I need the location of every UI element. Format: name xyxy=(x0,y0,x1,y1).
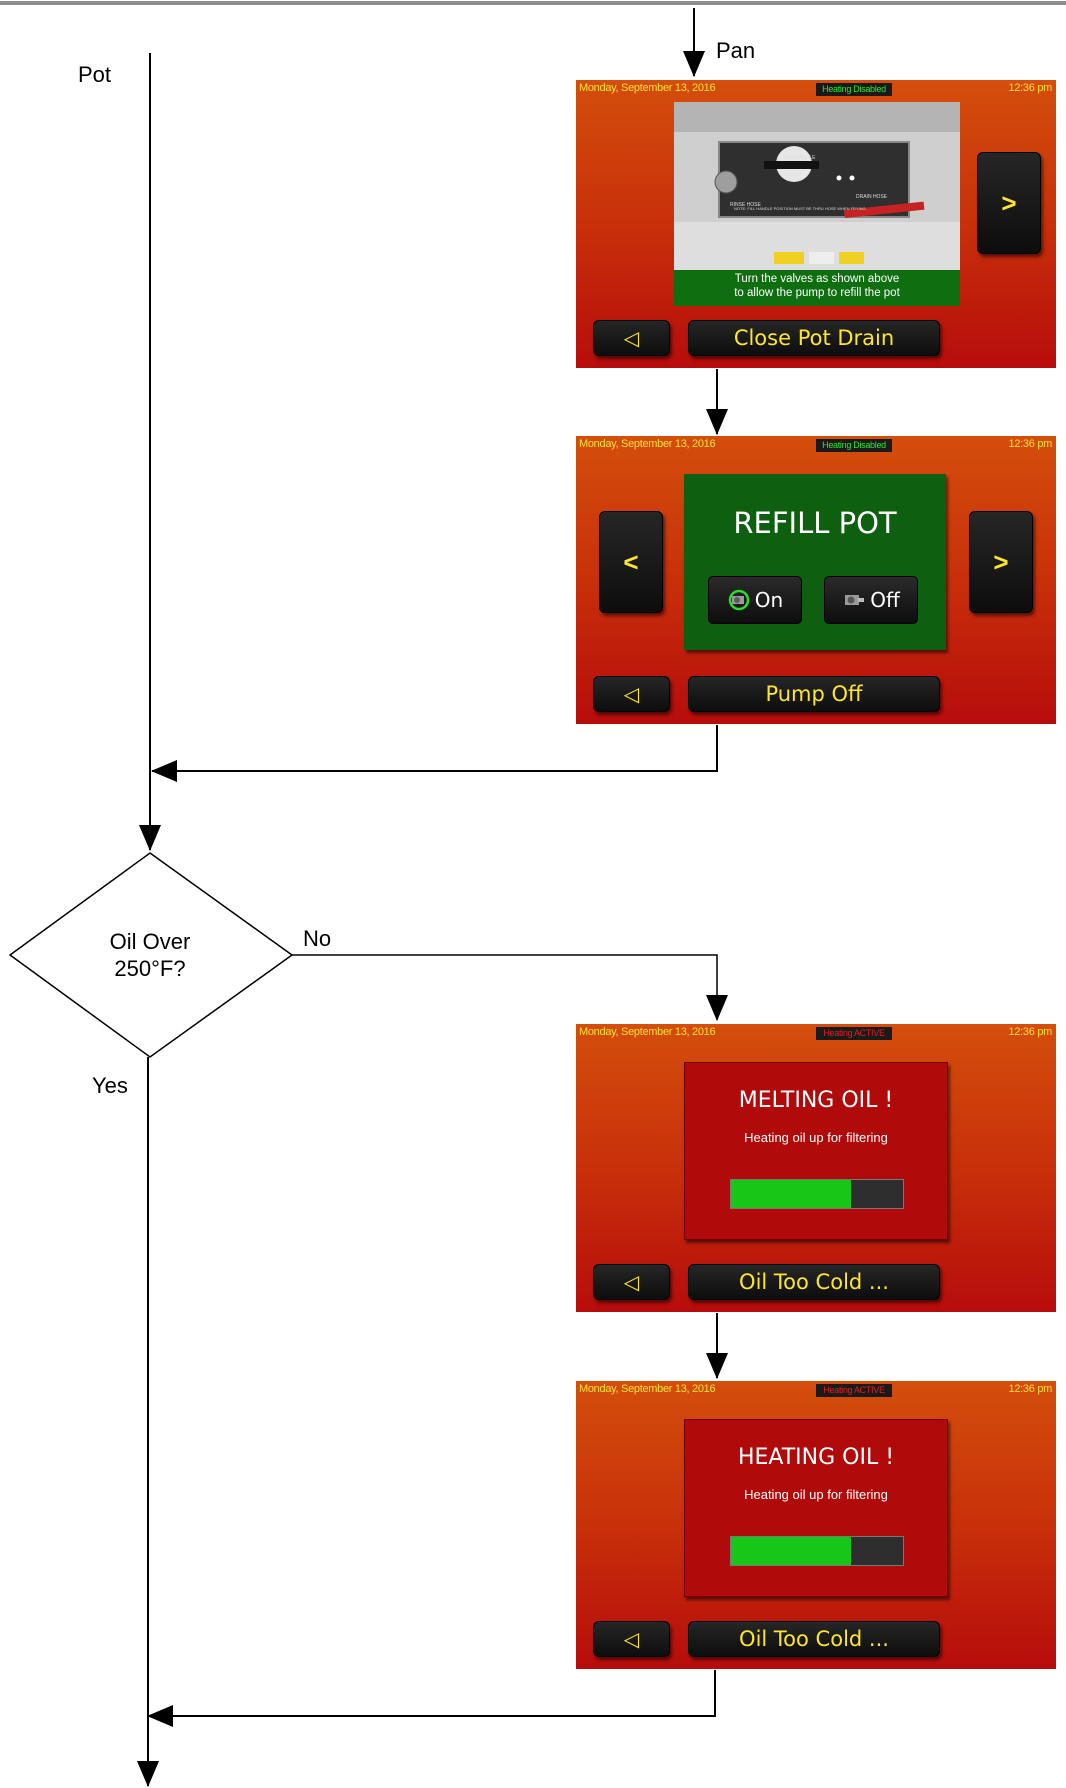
screen-melting-oil: Monday, September 13, 2016 Heating ACTIV… xyxy=(576,1024,1056,1312)
prev-button[interactable]: < xyxy=(599,511,663,613)
pot-label: Pot xyxy=(78,62,112,87)
decision-text: Oil Over 250°F? xyxy=(70,928,230,982)
panel-subtitle: Heating oil up for filtering xyxy=(744,1487,888,1502)
panel-title: HEATING OIL ! xyxy=(737,1445,895,1470)
back-button[interactable]: ◁ xyxy=(593,676,670,712)
close-pot-drain-button[interactable]: Close Pot Drain xyxy=(688,320,940,356)
pump-on-label: On xyxy=(754,588,784,612)
back-button[interactable]: ◁ xyxy=(593,1264,670,1300)
yes-label: Yes xyxy=(92,1073,128,1098)
status-date: Monday, September 13, 2016 xyxy=(579,1026,716,1038)
return-arrow-1 xyxy=(151,725,718,782)
screen-refill-pot: Monday, September 13, 2016 Heating Disab… xyxy=(576,436,1056,724)
back-button[interactable]: ◁ xyxy=(593,1621,670,1657)
caption-line1: Turn the valves as shown above xyxy=(734,273,900,285)
status-date: Monday, September 13, 2016 xyxy=(579,438,716,450)
heating-status-badge: Heating Disabled xyxy=(816,83,892,96)
oil-too-cold-button[interactable]: Oil Too Cold ... xyxy=(688,1621,940,1657)
fill-note-text: NOTE: FILL HANDLE POSITION MUST BE THRU … xyxy=(734,206,867,211)
pump-on-button[interactable]: On xyxy=(708,576,802,624)
valve-caption: Turn the valves as shown above to allow … xyxy=(674,270,960,306)
valve-photo-panel: FILL HANDLE DRAIN HOSE RINSE HOSE NOTE: … xyxy=(674,102,960,306)
status-date: Monday, September 13, 2016 xyxy=(579,82,716,94)
heating-status-badge: Heating ACTIVE xyxy=(816,1027,892,1040)
no-branch-arrow xyxy=(292,954,728,1021)
pump-on-icon xyxy=(728,589,750,611)
heating-progress-bar xyxy=(730,1179,904,1209)
decision-line1: Oil Over xyxy=(109,929,191,954)
status-time: 12:36 pm xyxy=(1008,1383,1053,1395)
progress-fill xyxy=(731,1537,852,1565)
pan-label: Pan xyxy=(716,38,756,63)
panel-subtitle: Heating oil up for filtering xyxy=(744,1130,888,1145)
screen-close-pot-drain: Monday, September 13, 2016 Heating Disab… xyxy=(576,80,1056,368)
valve-handle-photo: FILL HANDLE DRAIN HOSE RINSE HOSE NOTE: … xyxy=(674,102,960,270)
progress-fill xyxy=(731,1180,852,1208)
panel-title: REFILL POT xyxy=(733,506,897,540)
heating-status-badge: Heating ACTIVE xyxy=(816,1384,892,1397)
next-button[interactable]: > xyxy=(969,511,1033,613)
decision-diamond xyxy=(8,852,294,1058)
status-time: 12:36 pm xyxy=(1008,1026,1053,1038)
fill-handle-text: FILL HANDLE xyxy=(784,155,816,161)
heating-oil-panel: HEATING OIL ! Heating oil up for filteri… xyxy=(684,1419,948,1597)
drain-hose-text: DRAIN HOSE xyxy=(856,194,888,200)
caption-line2: to allow the pump to refill the pot xyxy=(734,287,900,299)
screen-heating-oil: Monday, September 13, 2016 Heating ACTIV… xyxy=(576,1381,1056,1669)
pump-off-status-button[interactable]: Pump Off xyxy=(688,676,940,712)
status-date: Monday, September 13, 2016 xyxy=(579,1383,716,1395)
no-label: No xyxy=(303,926,332,951)
rinse-hose-text: RINSE HOSE xyxy=(730,202,762,208)
heating-status-badge: Heating Disabled xyxy=(816,439,892,452)
refill-pot-panel: REFILL POT On Off xyxy=(684,474,946,650)
next-button[interactable]: > xyxy=(977,152,1041,254)
return-arrow-2 xyxy=(147,1670,716,1727)
status-time: 12:36 pm xyxy=(1008,438,1053,450)
pump-off-button[interactable]: Off xyxy=(824,576,918,624)
heating-progress-bar xyxy=(730,1536,904,1566)
pump-off-label: Off xyxy=(870,588,900,612)
melting-oil-panel: MELTING OIL ! Heating oil up for filteri… xyxy=(684,1062,948,1240)
status-time: 12:36 pm xyxy=(1008,82,1053,94)
pump-off-icon xyxy=(845,595,865,605)
panel-title: MELTING OIL ! xyxy=(738,1088,894,1113)
oil-too-cold-button[interactable]: Oil Too Cold ... xyxy=(688,1264,940,1300)
decision-line2: 250°F? xyxy=(114,956,186,981)
back-button[interactable]: ◁ xyxy=(593,320,670,356)
